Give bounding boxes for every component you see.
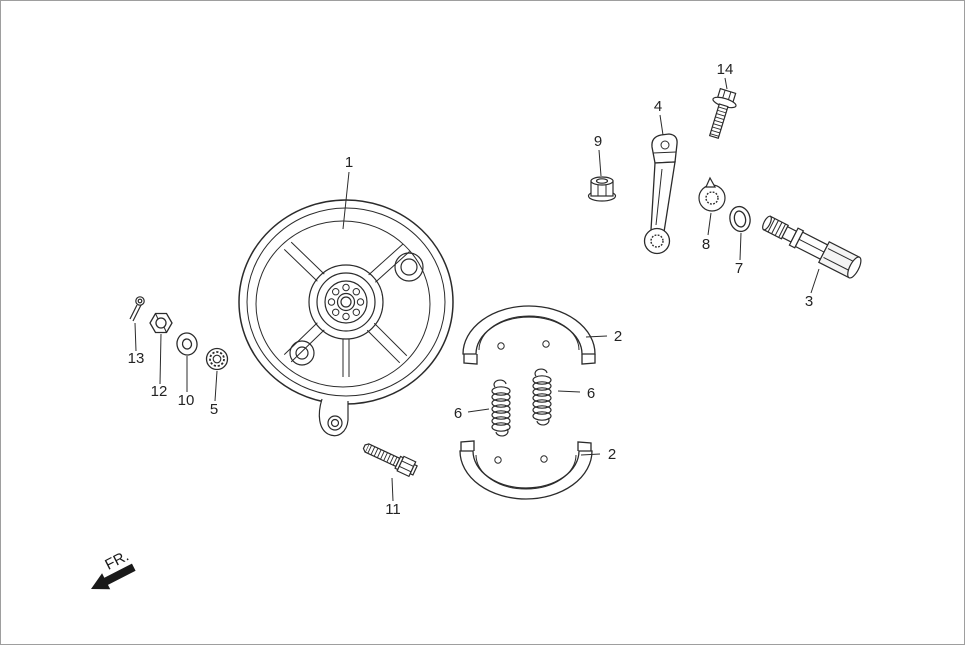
callout-7[interactable]: 7	[735, 260, 743, 277]
part-brake-shoe-lower	[459, 440, 593, 500]
part-washer	[176, 332, 198, 356]
callout-12[interactable]: 12	[151, 383, 168, 400]
callout-11[interactable]: 11	[385, 501, 401, 518]
callout-4[interactable]: 4	[654, 98, 662, 115]
part-bearing-washer	[205, 347, 229, 371]
leader-6-left	[467, 408, 490, 413]
panel-cam-boss	[394, 252, 424, 282]
part-panel-bolt	[362, 443, 418, 478]
callout-14[interactable]: 14	[717, 61, 734, 78]
callout-2-lower[interactable]: 2	[608, 446, 616, 463]
leader-lines	[134, 77, 820, 502]
part-brake-arm	[643, 133, 678, 255]
leader-4	[659, 114, 664, 136]
part-arm-bolt	[708, 87, 737, 139]
callout-8[interactable]: 8	[702, 236, 710, 253]
part-o-ring	[729, 205, 751, 233]
leader-6-right	[557, 390, 581, 393]
part-spring-right	[532, 368, 552, 426]
part-brake-shoe-upper	[462, 305, 596, 365]
panel-mount-tab	[318, 398, 349, 437]
leader-1	[342, 171, 350, 230]
leader-14	[724, 77, 728, 90]
callout-6-right[interactable]: 6	[587, 385, 595, 402]
panel-ribs	[283, 241, 410, 377]
part-hex-nut	[149, 312, 173, 334]
part-brake-camshaft	[762, 215, 862, 279]
callout-13[interactable]: 13	[128, 350, 145, 367]
panel-hub-bearing	[308, 264, 384, 340]
leader-11	[391, 477, 394, 502]
callout-9[interactable]: 9	[594, 133, 602, 150]
callout-6-left[interactable]: 6	[454, 405, 462, 422]
leader-2-lower	[580, 453, 601, 456]
panel-anchor-boss	[289, 340, 315, 366]
part-spring-left	[491, 379, 511, 437]
leader-5	[214, 370, 218, 402]
callout-3[interactable]: 3	[805, 293, 813, 310]
part-cotter-pin	[129, 296, 145, 322]
leader-3	[810, 268, 820, 294]
leader-13	[134, 322, 137, 352]
leader-8	[707, 212, 712, 236]
callout-1[interactable]: 1	[345, 154, 353, 171]
callout-10[interactable]: 10	[178, 392, 195, 409]
leader-7	[739, 232, 742, 261]
part-brake-panel	[238, 199, 454, 437]
leader-9	[598, 149, 602, 177]
leader-2-upper	[585, 335, 608, 338]
callout-2-upper[interactable]: 2	[614, 328, 622, 345]
part-wear-indicator	[698, 176, 726, 212]
front-arrow-icon	[91, 563, 136, 590]
leader-12	[159, 333, 162, 385]
front-direction-marker: FR.	[91, 548, 136, 590]
part-flange-nut	[587, 176, 617, 202]
callout-5[interactable]: 5	[210, 401, 218, 418]
